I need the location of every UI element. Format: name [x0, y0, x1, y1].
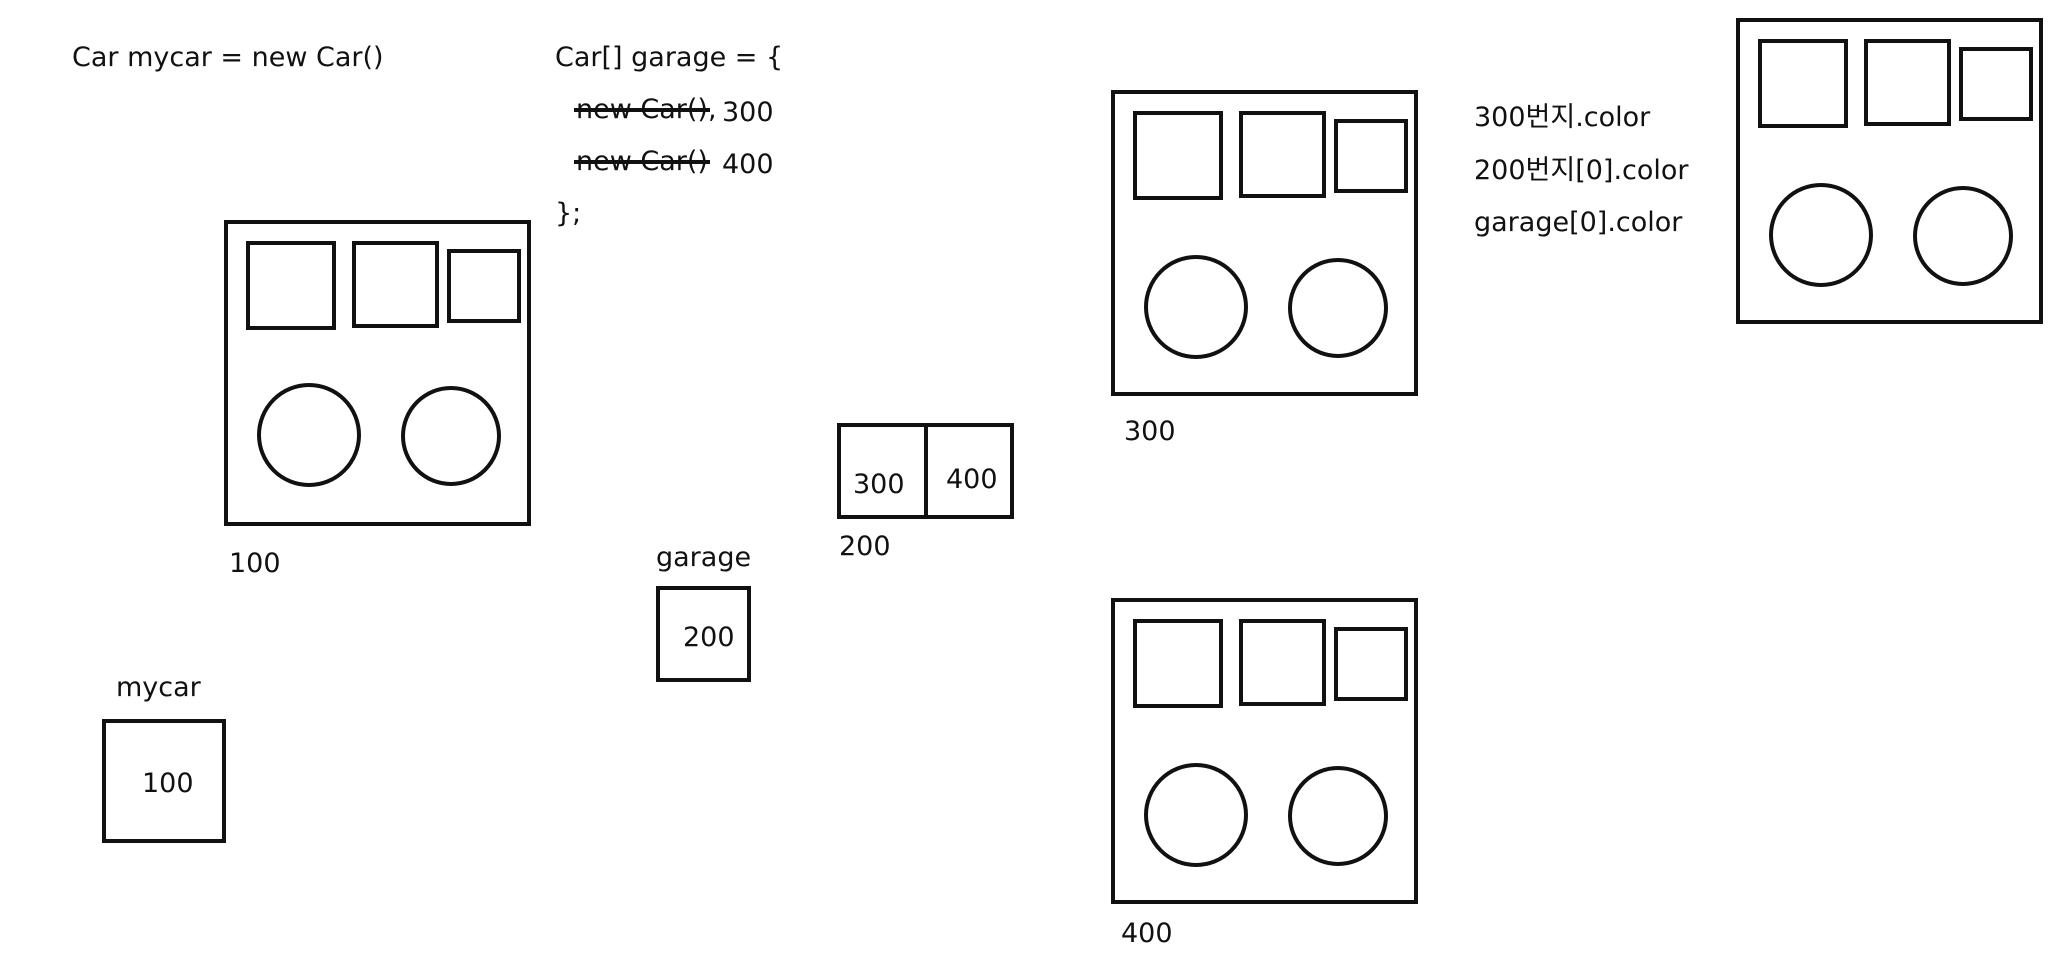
- variable-garage-value: 200: [683, 622, 735, 653]
- wheel-icon: [1913, 186, 2013, 286]
- array-cell-1-value: 400: [946, 464, 998, 495]
- car-object-300: [1111, 90, 1418, 396]
- wheel-icon: [1288, 258, 1388, 358]
- window-icon: [1334, 119, 1408, 193]
- window-icon: [246, 241, 336, 330]
- code-address-item-1: 300: [722, 97, 774, 128]
- variable-garage-box: [656, 586, 751, 682]
- car-body-outline: [1111, 598, 1418, 904]
- variable-mycar-value: 100: [142, 768, 194, 799]
- window-icon: [1133, 619, 1223, 708]
- window-icon: [1239, 111, 1326, 198]
- variable-garage-name: garage: [656, 542, 751, 573]
- window-icon: [1864, 39, 1951, 126]
- code-array-open: Car[] garage = {: [555, 42, 783, 73]
- code-address-item-2: 400: [722, 149, 774, 180]
- array-address-200: 200: [839, 531, 891, 562]
- wheel-icon: [1769, 183, 1873, 287]
- access-note-2: 200번지[0].color: [1474, 155, 1689, 186]
- window-icon: [352, 241, 439, 328]
- car-address-100: 100: [229, 548, 281, 579]
- car-body-outline: [1111, 90, 1418, 396]
- car-object-accessed: [1736, 18, 2043, 324]
- car-body-outline: [1736, 18, 2043, 324]
- car-address-400: 400: [1121, 918, 1173, 949]
- wheel-icon: [257, 383, 361, 487]
- array-block-200: [837, 423, 1014, 519]
- car-body-outline: [224, 220, 531, 526]
- window-icon: [1758, 39, 1848, 128]
- variable-mycar-box: [102, 719, 226, 843]
- window-icon: [447, 249, 521, 323]
- car-object-100: [224, 220, 531, 526]
- wheel-icon: [1288, 766, 1388, 866]
- access-note-3: garage[0].color: [1474, 207, 1683, 238]
- wheel-icon: [1144, 255, 1248, 359]
- wheel-icon: [1144, 763, 1248, 867]
- wheel-icon: [401, 386, 501, 486]
- window-icon: [1133, 111, 1223, 200]
- array-cell-1: [924, 423, 1014, 519]
- access-note-1: 300번지.color: [1474, 102, 1651, 133]
- variable-mycar-name: mycar: [116, 672, 202, 703]
- window-icon: [1239, 619, 1326, 706]
- car-object-400: [1111, 598, 1418, 904]
- window-icon: [1959, 47, 2033, 121]
- code-array-close: };: [555, 198, 581, 229]
- window-icon: [1334, 627, 1408, 701]
- code-line-mycar: Car mycar = new Car(): [72, 42, 384, 73]
- array-cell-0-value: 300: [853, 469, 905, 500]
- car-address-300: 300: [1124, 416, 1176, 447]
